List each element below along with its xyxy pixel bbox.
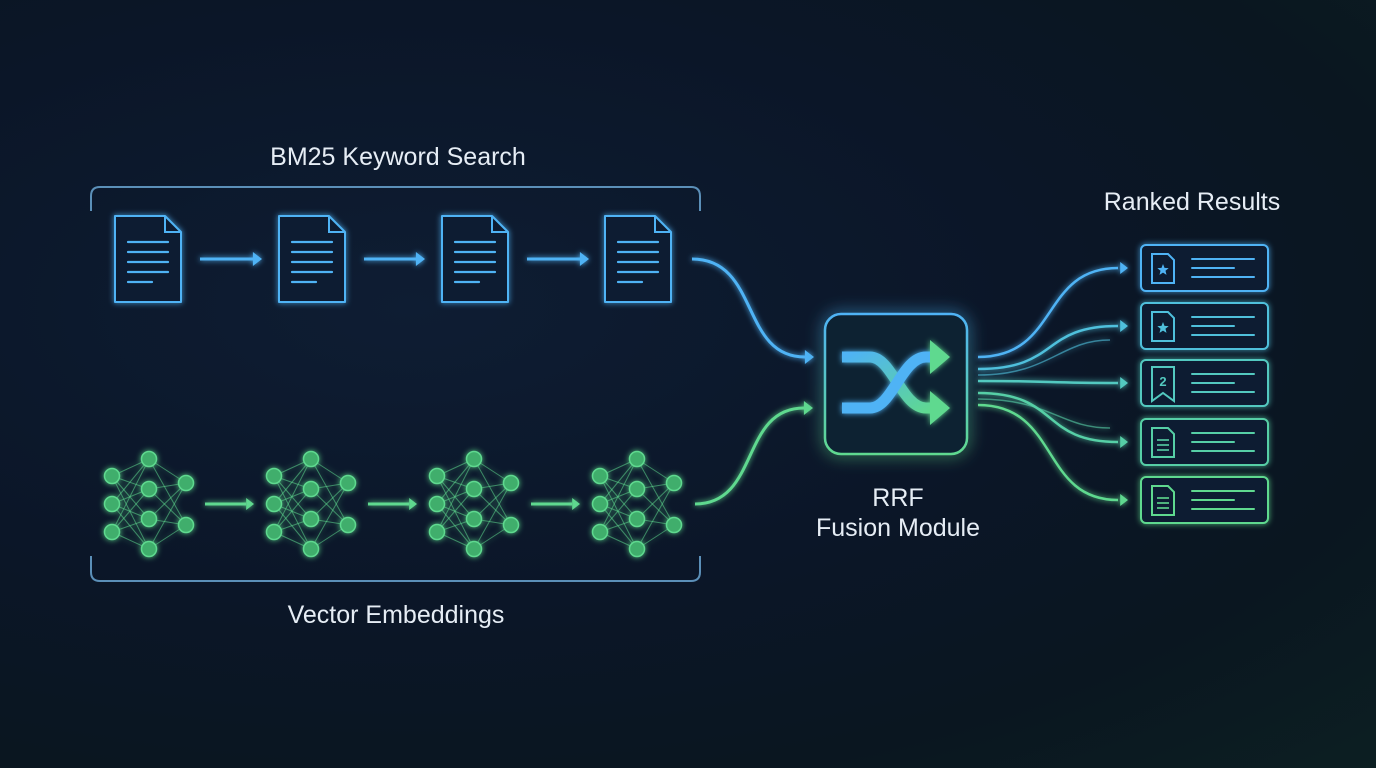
result-card [1140, 302, 1269, 350]
output-connector [977, 320, 1128, 376]
result-card [1140, 476, 1269, 524]
embedding-to-fusion-connector [694, 401, 813, 506]
keyword-to-fusion-connector [691, 257, 814, 364]
flow-arrow [368, 498, 417, 510]
arrowhead [1120, 320, 1128, 332]
neural-network-icon [428, 450, 520, 558]
vector-embeddings-label: Vector Embeddings [287, 601, 505, 629]
vector-embeddings-bracket [90, 556, 701, 582]
result-card: 2 [1140, 359, 1269, 407]
result-card [1140, 418, 1269, 466]
output-connector [977, 403, 1128, 506]
arrowhead [409, 498, 417, 510]
arrowhead [579, 252, 589, 266]
flow-arrow [527, 252, 589, 266]
flow-arrow [531, 498, 580, 510]
result-rank-badge: 2 [1159, 374, 1166, 389]
output-connector [977, 262, 1128, 359]
neural-network-icon [103, 450, 195, 558]
starred-document-icon [1151, 311, 1175, 342]
bookmark-icon: 2 [1151, 366, 1175, 403]
result-card [1140, 244, 1269, 292]
document-icon [1151, 485, 1175, 516]
output-connector [977, 377, 1128, 389]
flow-arrow [205, 498, 254, 510]
ranked-results-label: Ranked Results [1103, 188, 1281, 216]
starred-document-icon [1151, 253, 1175, 284]
fusion-module-title: RRF [872, 484, 924, 512]
keyword-search-bracket [90, 186, 701, 211]
document-icon [604, 215, 672, 303]
keyword-search-label: BM25 Keyword Search [270, 143, 526, 171]
arrowhead [415, 252, 425, 266]
arrowhead [804, 350, 814, 364]
shuffle-icon [842, 340, 950, 425]
flow-arrow [200, 252, 262, 266]
document-icon [278, 215, 346, 303]
neural-network-icon [265, 450, 357, 558]
document-icon [1151, 427, 1175, 458]
arrowhead [1120, 377, 1128, 389]
arrowhead [246, 498, 254, 510]
fusion-module-subtitle: Fusion Module [816, 514, 980, 542]
arrowhead [1120, 436, 1128, 448]
arrowhead [1120, 262, 1128, 274]
arrowhead [1120, 494, 1128, 506]
arrowhead [803, 401, 813, 415]
document-icon [441, 215, 509, 303]
document-icon [114, 215, 182, 303]
arrowhead [572, 498, 580, 510]
flow-arrow [364, 252, 425, 266]
arrowhead [252, 252, 262, 266]
output-connector [977, 391, 1128, 448]
neural-network-icon [591, 450, 683, 558]
